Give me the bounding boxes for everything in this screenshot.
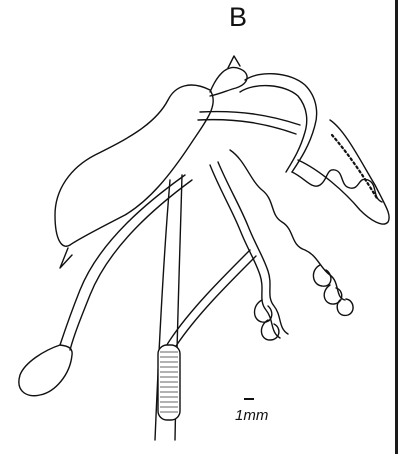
coil-lower-b (218, 162, 288, 334)
scale-label: 1mm (235, 408, 268, 423)
coil-lower-a (210, 165, 280, 338)
upper-arc-inner (240, 86, 307, 172)
scale-bar (244, 398, 254, 400)
loop-2 (261, 320, 279, 340)
thin-duct-b (70, 180, 192, 350)
loop-3 (313, 265, 331, 286)
left-sac (55, 85, 213, 246)
lower-bulb (19, 345, 72, 396)
connector-b (198, 120, 296, 134)
panel-label: B (229, 4, 247, 31)
top-knob-tip (228, 56, 240, 68)
hatched-segment (158, 345, 180, 420)
right-gland-dots (332, 135, 378, 200)
pointed-tip (60, 248, 72, 268)
loop-5 (337, 299, 353, 315)
page-edge (395, 0, 398, 454)
